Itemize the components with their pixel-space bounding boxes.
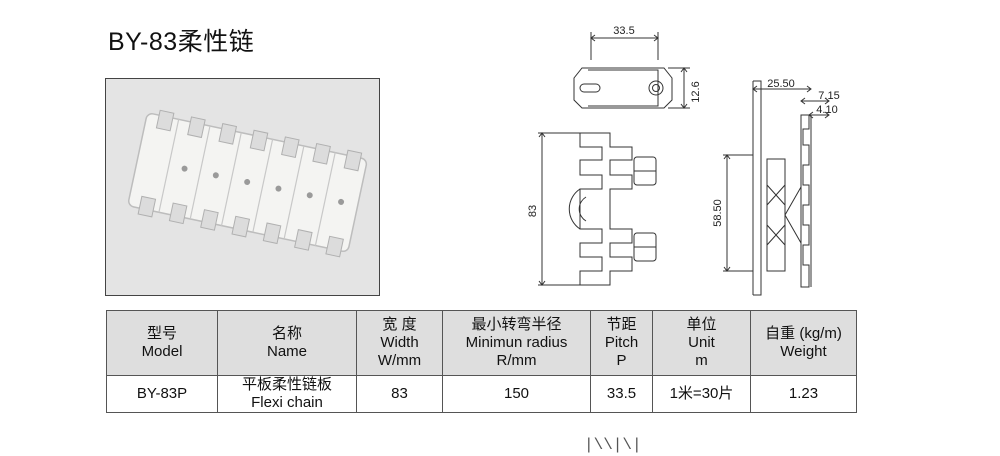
header-en: Pitch — [604, 334, 639, 351]
page-title: BY-83柔性链 — [108, 28, 255, 56]
cell-pitch: 33.5 — [590, 375, 653, 413]
header-unit: P — [616, 352, 627, 369]
bottom-mark: |\\|\| — [584, 436, 642, 454]
cell-radius: 150 — [442, 375, 591, 413]
cell-model: BY-83P — [106, 375, 218, 413]
header-unit: W/mm — [377, 352, 422, 369]
cell-name: 平板柔性链板 Flexi chain — [217, 375, 357, 413]
header-en: Name — [266, 343, 307, 360]
header-cn: 节距 — [606, 316, 637, 333]
header-en: Weight — [780, 343, 827, 360]
header-unit: R/mm — [496, 352, 537, 369]
header-en: Minimun radius — [465, 334, 568, 351]
section-view-drawing: 25.50 7.15 4.10 58.50 — [712, 78, 840, 296]
header-cn: 名称 — [271, 325, 302, 342]
header-en: Unit — [688, 334, 715, 351]
cell-name-en: Flexi chain — [251, 394, 323, 411]
cell-weight: 1.23 — [750, 375, 857, 413]
section-mid-dim: 7.15 — [818, 90, 839, 102]
side-view-drawing: 83 — [527, 132, 657, 286]
front-view-drawing: 33.5 12.6 — [573, 25, 702, 109]
table-row: BY-83P 平板柔性链板 Flexi chain 83 150 33.5 1米… — [106, 375, 857, 413]
side-length-dim: 83 — [527, 205, 539, 217]
header-unit-col: 单位 Unit m — [652, 310, 751, 376]
section-small-dim: 4.10 — [816, 104, 837, 116]
header-unit: m — [695, 352, 708, 369]
cell-unit: 1米=30片 — [652, 375, 751, 413]
cell-name-cn: 平板柔性链板 — [241, 376, 332, 393]
header-cn: 自重 (kg/m) — [765, 325, 842, 342]
header-name: 名称 Name — [217, 310, 357, 376]
header-cn: 单位 — [686, 316, 717, 333]
header-en: Width — [380, 334, 419, 351]
table-header-row: 型号 Model 名称 Name 宽 度 Width W/mm 最小转弯半径 M… — [106, 310, 857, 376]
spec-table: 型号 Model 名称 Name 宽 度 Width W/mm 最小转弯半径 M… — [106, 310, 857, 413]
front-width-dim: 33.5 — [613, 25, 634, 37]
header-cn: 宽 度 — [382, 316, 417, 333]
product-photo — [105, 78, 380, 296]
header-cn: 最小转弯半径 — [471, 316, 562, 333]
header-radius: 最小转弯半径 Minimun radius R/mm — [442, 310, 591, 376]
front-height-dim: 12.6 — [690, 81, 702, 102]
header-en: Model — [141, 343, 183, 360]
header-cn: 型号 — [146, 325, 177, 342]
header-weight: 自重 (kg/m) Weight — [750, 310, 857, 376]
header-pitch: 节距 Pitch P — [590, 310, 653, 376]
header-width: 宽 度 Width W/mm — [356, 310, 443, 376]
cell-width: 83 — [356, 375, 443, 413]
section-top-dim: 25.50 — [767, 78, 795, 90]
section-height-dim: 58.50 — [712, 199, 724, 227]
header-model: 型号 Model — [106, 310, 218, 376]
